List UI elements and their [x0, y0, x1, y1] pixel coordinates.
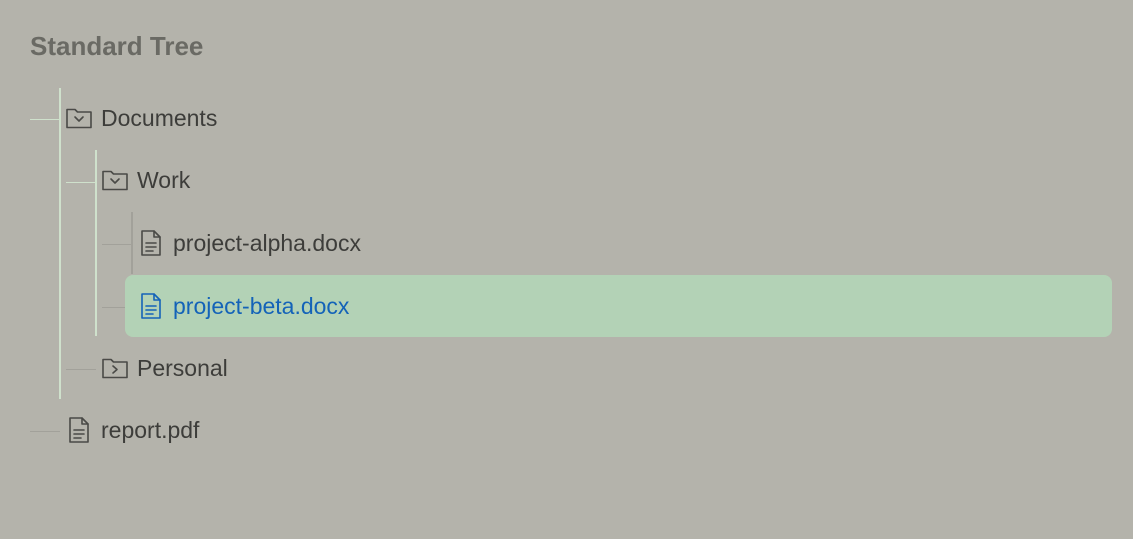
tree-item-label: project-beta.docx [173, 292, 350, 319]
tree-item-label: Documents [101, 104, 218, 131]
tree-item-report[interactable]: report.pdf [65, 399, 199, 461]
tree-connector [66, 182, 96, 183]
tree-item-project-beta[interactable]: project-beta.docx [125, 275, 1112, 337]
tree-connector [30, 119, 60, 120]
tree-item-label: report.pdf [101, 416, 200, 443]
file-text-icon [65, 416, 93, 444]
tree-guide-level0 [59, 88, 61, 399]
tree-connector [66, 369, 96, 370]
file-text-icon [137, 292, 165, 320]
tree-connector [102, 244, 132, 245]
tree-item-label: Work [137, 166, 191, 193]
file-text-icon [137, 229, 165, 257]
tree-connector [30, 431, 60, 432]
tree-connector [102, 307, 126, 308]
tree-item-work[interactable]: Work [101, 149, 190, 211]
folder-closed-icon [101, 354, 129, 382]
tree-item-label: project-alpha.docx [173, 229, 361, 256]
tree-guide-level1 [95, 150, 97, 336]
folder-open-icon [65, 104, 93, 132]
tree-item-documents[interactable]: Documents [65, 87, 217, 149]
tree-item-personal[interactable]: Personal [101, 337, 228, 399]
folder-open-icon [101, 166, 129, 194]
tree-guide-level2 [131, 212, 133, 274]
tree-item-label: Personal [137, 354, 228, 381]
tree-title: Standard Tree [30, 31, 204, 61]
tree-item-project-alpha[interactable]: project-alpha.docx [137, 212, 361, 274]
